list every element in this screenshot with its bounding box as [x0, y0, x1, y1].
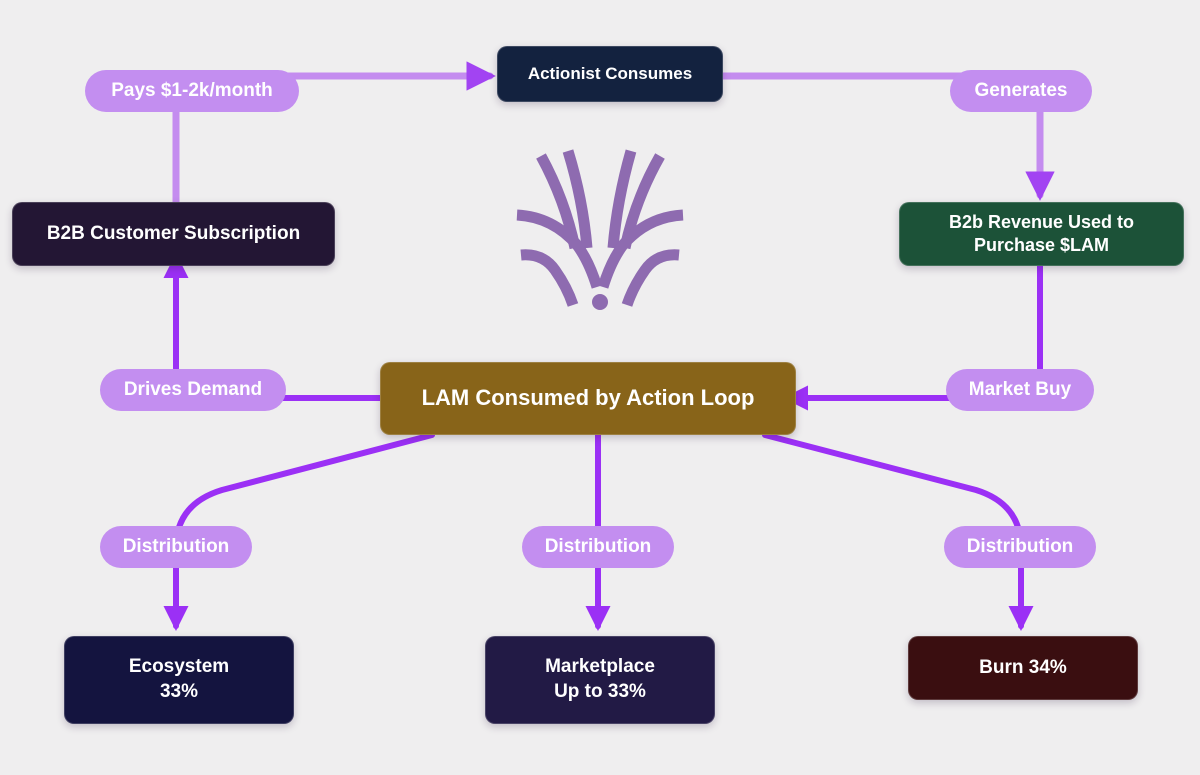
revenue-label-line1: B2b Revenue Used to: [948, 211, 1135, 232]
marketplace-label-line1: Marketplace: [545, 656, 655, 678]
edge-label-distribution-right: Distribution: [944, 526, 1096, 568]
edge-label-generates: Generates: [950, 70, 1092, 112]
edge-label-distribution-center: Distribution: [522, 526, 674, 568]
marketplace-node: Marketplace Up to 33%: [485, 636, 715, 724]
lam-loop-label: LAM Consumed by Action Loop: [421, 385, 755, 411]
b2b-subscription-node: B2B Customer Subscription: [12, 202, 335, 266]
lam-loop-node: LAM Consumed by Action Loop: [380, 362, 796, 435]
actionist-tree-logo-icon: [516, 149, 684, 310]
revenue-node: B2b Revenue Used to Purchase $LAM: [899, 202, 1184, 266]
ecosystem-node: Ecosystem 33%: [64, 636, 294, 724]
burn-node: Burn 34%: [908, 636, 1138, 700]
marketplace-label-line2: Up to 33%: [554, 681, 646, 702]
burn-label: Burn 34%: [979, 656, 1067, 678]
actionist-consumes-node: Actionist Consumes: [497, 46, 723, 102]
actionist-consumes-label: Actionist Consumes: [527, 63, 693, 83]
ecosystem-label-line2: 33%: [159, 681, 199, 702]
b2b-subscription-label: B2B Customer Subscription: [46, 222, 301, 244]
ecosystem-label-line1: Ecosystem: [128, 656, 230, 678]
edge-label-market-buy: Market Buy: [946, 369, 1094, 411]
edge-label-pays: Pays $1-2k/month: [85, 70, 299, 112]
revenue-label-line2: Purchase $LAM: [973, 235, 1110, 255]
edge-label-distribution-left: Distribution: [100, 526, 252, 568]
edge-label-drives-demand: Drives Demand: [100, 369, 286, 411]
